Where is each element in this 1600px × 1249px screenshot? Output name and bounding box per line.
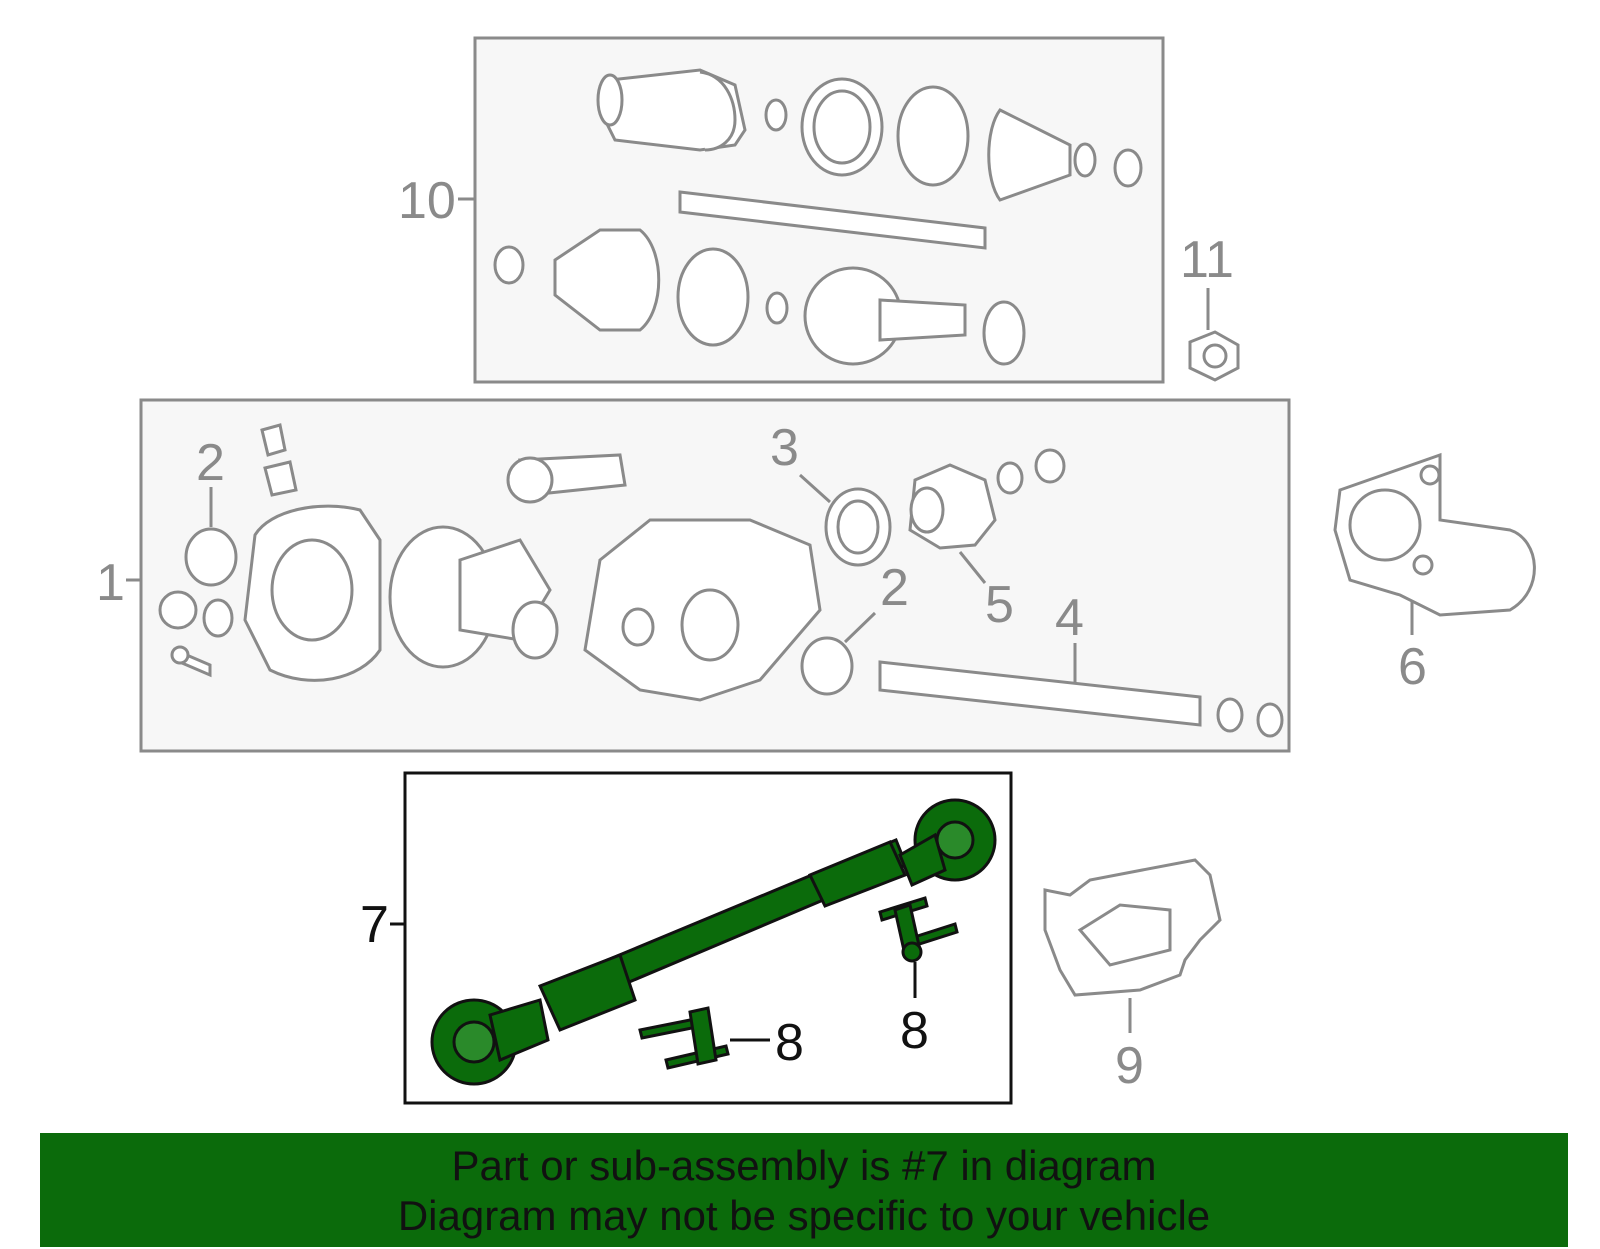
callout-2-secondary: 2 <box>880 559 909 617</box>
callout-8-right: 8 <box>900 1002 929 1060</box>
callout-10: 10 <box>398 172 456 230</box>
callout-11: 11 <box>1180 231 1234 289</box>
callout-3: 3 <box>770 419 799 477</box>
halfshaft-parts <box>493 68 1143 366</box>
callout-8-left: 8 <box>775 1014 804 1072</box>
differential-parts <box>158 423 1284 738</box>
heat-shield-part-9 <box>1043 858 1222 997</box>
callout-5: 5 <box>985 576 1014 634</box>
mount-part-6 <box>1333 452 1536 617</box>
callout-7: 7 <box>360 896 389 954</box>
callout-6: 6 <box>1398 638 1427 696</box>
banner-line-1: Part or sub-assembly is #7 in diagram <box>451 1142 1157 1189</box>
nut-part-11 <box>1188 330 1240 382</box>
leader-lines <box>126 197 1414 1033</box>
callout-2: 2 <box>196 434 225 492</box>
callout-4: 4 <box>1055 589 1084 647</box>
info-banner: Part or sub-assembly is #7 in diagram Di… <box>40 1133 1568 1247</box>
banner-line-2: Diagram may not be specific to your vehi… <box>397 1192 1211 1239</box>
callout-1: 1 <box>96 554 125 612</box>
leader-lines-dark <box>390 922 917 1042</box>
callout-9: 9 <box>1115 1037 1144 1095</box>
driveshaft-part-7 <box>430 798 997 1086</box>
